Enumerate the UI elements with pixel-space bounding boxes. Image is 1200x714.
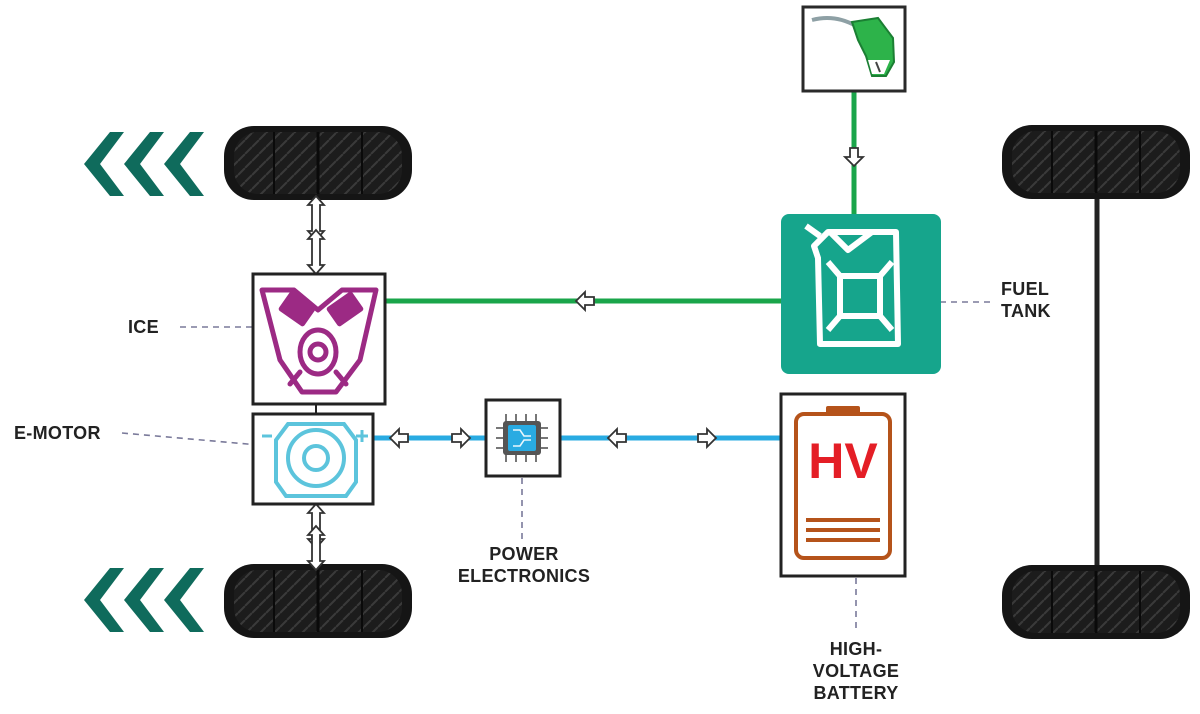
tire-icon bbox=[1000, 563, 1192, 641]
chevron-icon bbox=[84, 132, 204, 196]
bidirectional-arrow-icon bbox=[307, 229, 325, 275]
battery-box: HV bbox=[779, 392, 907, 578]
arrow-right-icon bbox=[451, 428, 471, 448]
arrow-left-icon bbox=[575, 291, 595, 311]
power-electronics-label-line2: ELECTRONICS bbox=[457, 566, 591, 586]
emotor-label: E-MOTOR bbox=[14, 423, 101, 443]
fuel-nozzle-box bbox=[801, 5, 907, 93]
power-electronics-box bbox=[484, 398, 562, 478]
arrow-right-icon bbox=[697, 428, 717, 448]
fuel-nozzle-icon bbox=[811, 16, 896, 77]
leader-lines bbox=[121, 301, 994, 630]
ice-label: ICE bbox=[128, 317, 159, 337]
ice-box bbox=[251, 272, 387, 406]
battery-label-line1: HIGH- bbox=[829, 639, 883, 659]
hv-label: HV bbox=[808, 433, 878, 489]
arrow-down-icon bbox=[844, 147, 864, 167]
power-electronics-label: POWER ELECTRONICS bbox=[442, 543, 606, 587]
arrow-left-icon bbox=[389, 428, 409, 448]
fuel-tank-label-line2: TANK bbox=[1001, 301, 1051, 321]
emotor-box bbox=[251, 412, 375, 506]
chevron-icon bbox=[84, 568, 204, 632]
battery-icon: HV bbox=[794, 406, 892, 560]
chip-icon bbox=[496, 414, 548, 462]
tire-icon bbox=[222, 562, 414, 640]
battery-label: HIGH- VOLTAGE BATTERY bbox=[790, 638, 922, 704]
power-electronics-label-line1: POWER bbox=[489, 544, 559, 564]
electric-motor-icon bbox=[262, 422, 368, 498]
fuel-tank-box bbox=[781, 214, 941, 374]
jerry-can-icon bbox=[804, 223, 901, 347]
bidirectional-arrow-icon bbox=[307, 525, 325, 571]
battery-label-line2: VOLTAGE bbox=[812, 661, 900, 681]
arrow-left-icon bbox=[607, 428, 627, 448]
fuel-tank-label: FUEL TANK bbox=[1001, 278, 1051, 322]
fuel-tank-label-line1: FUEL bbox=[1001, 279, 1050, 299]
engine-icon bbox=[259, 287, 379, 395]
tire-icon bbox=[1000, 123, 1192, 201]
battery-label-line3: BATTERY bbox=[813, 683, 899, 703]
tire-icon bbox=[222, 124, 414, 202]
